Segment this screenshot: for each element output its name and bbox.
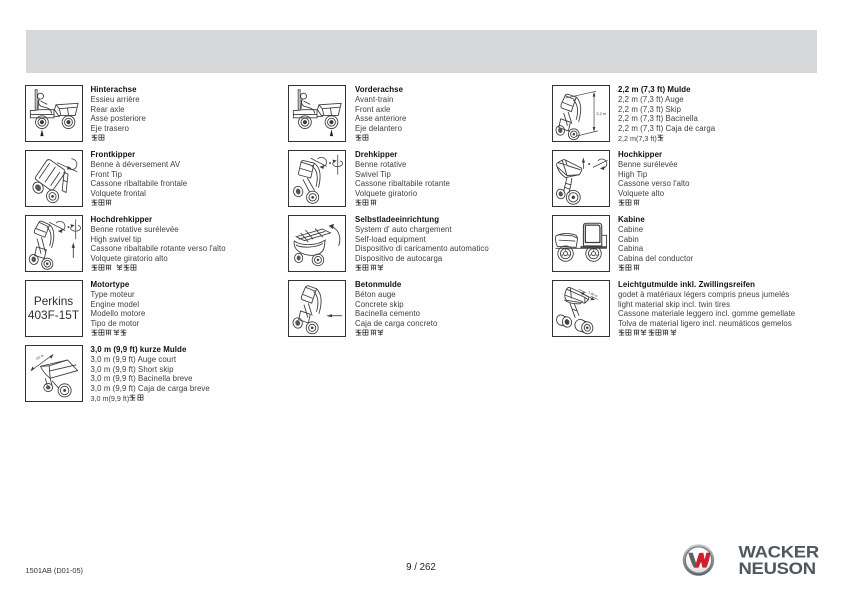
svg-text:1,66 m: 1,66 m xyxy=(588,290,599,298)
svg-text:3,0 m: 3,0 m xyxy=(35,353,44,360)
svg-text:NEUSON: NEUSON xyxy=(739,559,816,578)
svg-text:WACKER: WACKER xyxy=(739,542,820,561)
svg-text:2,2 m: 2,2 m xyxy=(596,112,606,116)
